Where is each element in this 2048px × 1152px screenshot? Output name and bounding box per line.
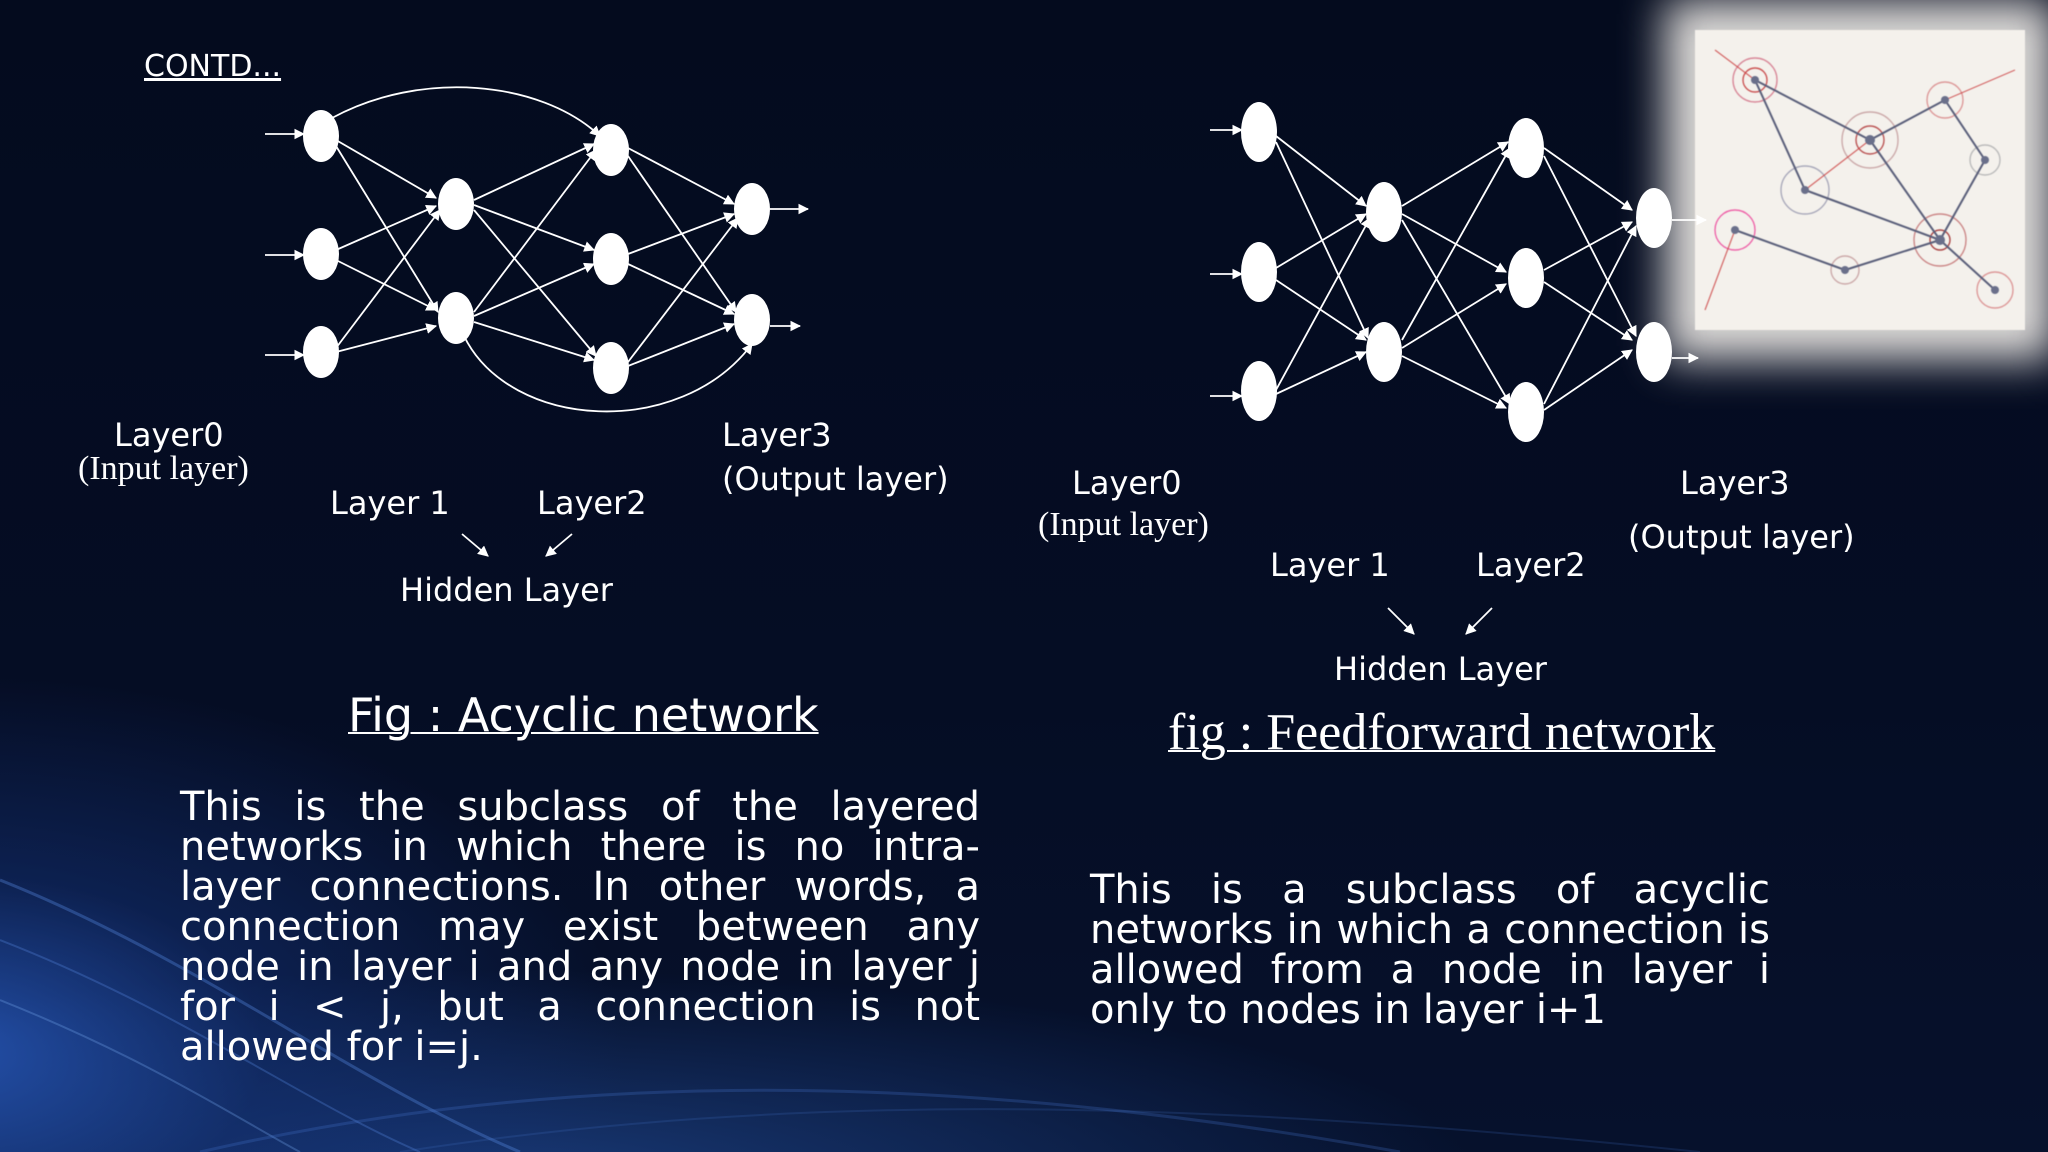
- left-layer2-label: Layer2: [537, 484, 647, 522]
- acyclic-figure-caption: Fig : Acyclic network: [348, 688, 819, 742]
- acyclic-description: This is the subclass of the layered netw…: [180, 784, 980, 1070]
- right-layer1-label: Layer 1: [1270, 546, 1390, 584]
- right-layer2-label: Layer2: [1476, 546, 1586, 584]
- acyclic-nodes: [303, 110, 770, 394]
- right-layer0-sub: (Input layer): [1038, 506, 1209, 543]
- left-layer1-label: Layer 1: [330, 484, 450, 522]
- left-hidden-layer-label: Hidden Layer: [400, 571, 613, 609]
- right-layer0-label: Layer0: [1072, 464, 1182, 502]
- right-layer3-label: Layer3: [1680, 464, 1790, 502]
- left-layer3-sub: (Output layer): [722, 460, 949, 498]
- feedforward-description: This is a subclass of acyclic networks i…: [1090, 867, 1770, 1033]
- right-hidden-layer-label: Hidden Layer: [1334, 650, 1547, 688]
- left-layer3-label: Layer3: [722, 416, 832, 454]
- left-layer0-label: Layer0: [114, 416, 224, 454]
- feedforward-figure-caption: fig : Feedforward network: [1168, 704, 1716, 761]
- slide-heading: CONTD...: [144, 49, 282, 84]
- feedforward-nodes: [1241, 102, 1672, 442]
- network-thumbnail-image: [1695, 30, 2025, 330]
- right-layer3-sub: (Output layer): [1628, 518, 1855, 556]
- left-layer0-sub: (Input layer): [78, 450, 249, 487]
